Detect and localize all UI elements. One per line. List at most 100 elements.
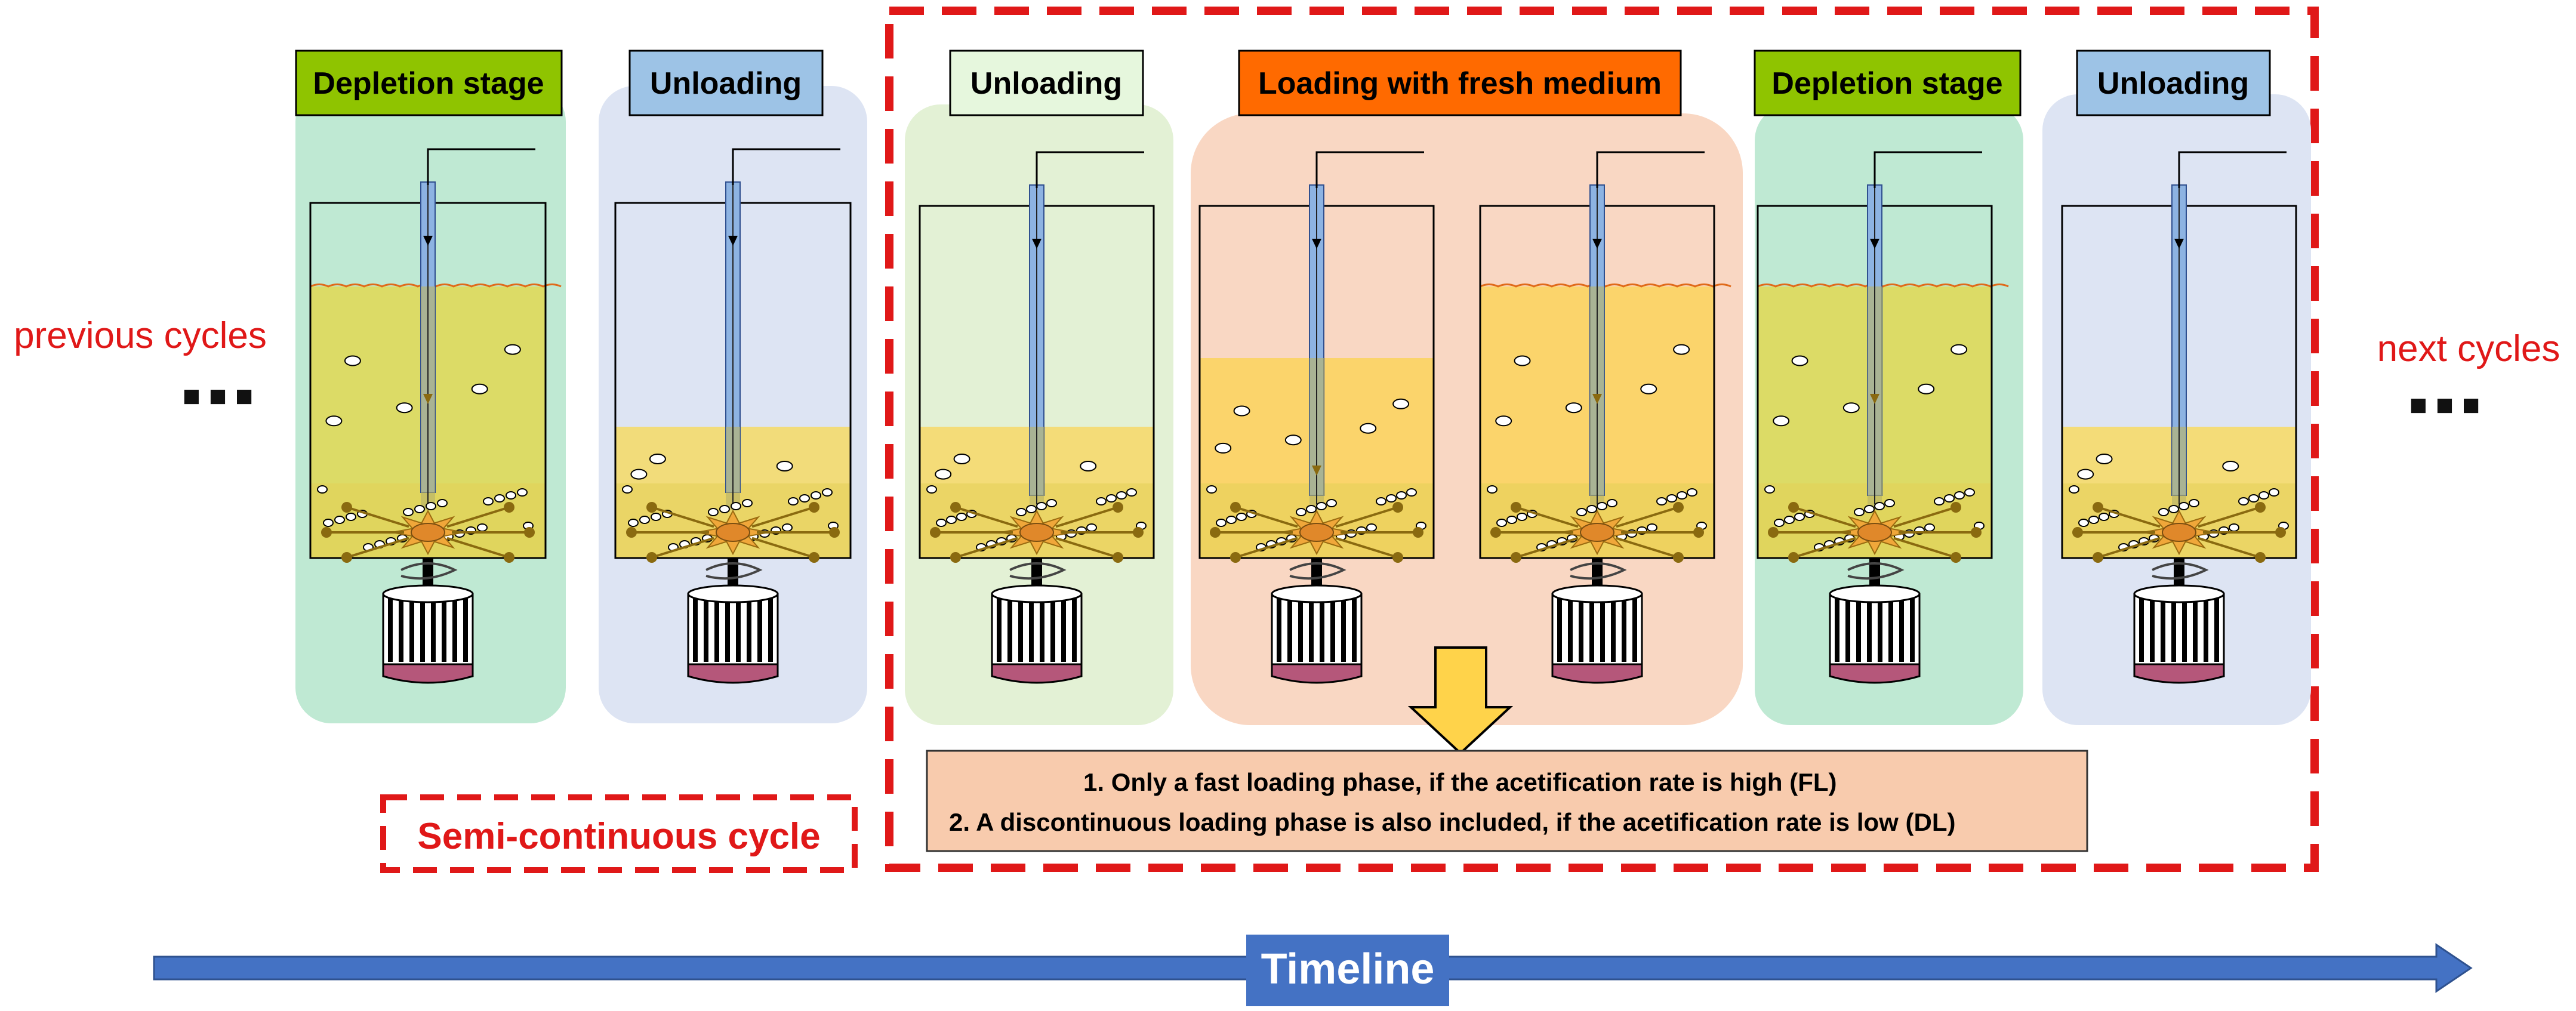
stage-tag-unloading-3: Unloading — [2076, 50, 2271, 116]
flow-arrow — [1515, 537, 1579, 559]
motor-stripe — [1568, 596, 1573, 662]
previous-ellipsis: ■ ■ ■ — [183, 379, 253, 412]
motor-base — [2133, 663, 2225, 684]
stage-tag-label: Unloading — [650, 66, 802, 101]
stage-tag-label: Unloading — [970, 66, 1122, 101]
outlet-pipe — [1596, 151, 1705, 188]
stage-tag-label: Unloading — [2097, 66, 2249, 101]
air-bubble — [1666, 494, 1677, 503]
flow-arrow-head — [1312, 239, 1321, 249]
flow-arrow-tip — [930, 527, 941, 538]
notes-box-background — [926, 750, 2088, 852]
air-bubble — [2189, 499, 2199, 507]
air-bubble — [2258, 491, 2269, 500]
air-bubble — [323, 519, 334, 527]
stage-tag-box — [295, 50, 563, 116]
flow-arrow-head-lower — [1870, 394, 1879, 404]
motor-stripe — [1899, 596, 1904, 662]
motor-stripe — [431, 596, 436, 662]
liquid-surface — [1480, 283, 1731, 288]
air-bubble — [1774, 519, 1785, 527]
flow-arrow-tip — [950, 552, 961, 563]
motor-top — [1551, 584, 1643, 603]
air-bubble — [1080, 461, 1097, 471]
air-bubble — [1597, 502, 1607, 510]
flow-arrow-tip — [950, 502, 961, 513]
air-bubble — [1284, 434, 1302, 446]
air-bubble — [1216, 519, 1227, 527]
flow-arrow-tip — [2255, 552, 2266, 563]
motor-stripe — [1589, 596, 1594, 662]
aerator-turbine — [1580, 523, 1614, 542]
flow-arrow-tip — [2072, 527, 2083, 538]
motor-base — [991, 663, 1083, 684]
air-bubble — [1576, 508, 1587, 516]
flow-arrow — [2198, 506, 2261, 528]
air-bubble — [1647, 523, 1657, 532]
flow-arrow — [1235, 506, 1298, 528]
flow-arrow-tip — [1951, 552, 1961, 563]
flow-arrow-head-lower — [423, 394, 433, 404]
flow-arrow — [1335, 506, 1398, 528]
air-bubble — [811, 491, 821, 500]
air-bubble — [414, 505, 425, 513]
aerator-turbine — [411, 523, 445, 542]
flow-arrow-head-lower — [1592, 394, 1602, 404]
flow-arrow — [1235, 537, 1298, 559]
flow-arrow — [955, 506, 1018, 528]
motor-stripe — [1845, 596, 1850, 662]
flow-arrow-tip — [809, 502, 819, 513]
motor-stripe — [1579, 596, 1583, 662]
air-bubble — [1884, 499, 1895, 507]
air-bubble — [628, 519, 639, 527]
stage-tag-label: Depletion stage — [1771, 66, 2002, 101]
next-ellipsis: ■ ■ ■ — [2409, 388, 2480, 421]
flow-arrow-tip — [1230, 552, 1241, 563]
stage-tag-label: Loading with fresh medium — [1258, 66, 1662, 101]
air-bubble — [504, 344, 521, 355]
air-bubble — [1487, 485, 1497, 494]
flow-arrow-tip — [1673, 552, 1684, 563]
air-bubble — [344, 355, 361, 366]
air-bubble — [317, 485, 328, 494]
air-bubble — [506, 491, 516, 500]
stage-tag-unloading-2: Unloading — [949, 50, 1144, 116]
flow-arrow — [1335, 537, 1398, 559]
shaft-coupling — [1289, 562, 1346, 580]
shaft-coupling — [705, 562, 763, 580]
stirrer-shaft — [728, 558, 738, 591]
flow-arrow-tip — [1210, 527, 1221, 538]
air-bubble — [1116, 491, 1127, 500]
reactor-1 — [309, 148, 562, 684]
down-arrow — [1407, 646, 1514, 755]
air-bubble — [1016, 508, 1027, 516]
aerator-turbine — [716, 523, 750, 542]
stirrer-shaft — [1031, 558, 1042, 591]
flow-arrow-tip — [2093, 502, 2103, 513]
flow-arrow — [346, 506, 409, 528]
motor-stripe — [725, 596, 730, 662]
note-line-fast-loading: 1. Only a fast loading phase, if the ace… — [1083, 768, 1837, 796]
flow-arrow-tip — [809, 552, 819, 563]
air-bubble — [926, 485, 937, 494]
flow-arrow — [1616, 506, 1679, 528]
air-bubble — [1215, 442, 1232, 454]
flow-arrow-tip — [646, 502, 657, 513]
air-bubble — [1954, 491, 1965, 500]
motor-base — [382, 663, 474, 684]
air-bubble — [776, 461, 793, 471]
flow-arrow — [1893, 506, 1956, 528]
air-bubble — [708, 508, 719, 516]
flow-arrow-tip — [829, 527, 840, 538]
air-bubble — [494, 494, 505, 503]
air-bubble — [1406, 488, 1417, 497]
flow-arrow — [1893, 537, 1956, 559]
air-bubble — [1586, 505, 1597, 513]
outlet-pipe — [732, 148, 840, 185]
motor-stripe — [399, 596, 403, 662]
air-bubble — [1764, 485, 1775, 494]
motor-stripe — [1018, 596, 1023, 662]
air-bubble — [1126, 488, 1137, 497]
air-bubble — [742, 499, 753, 507]
air-bubble — [953, 454, 970, 464]
